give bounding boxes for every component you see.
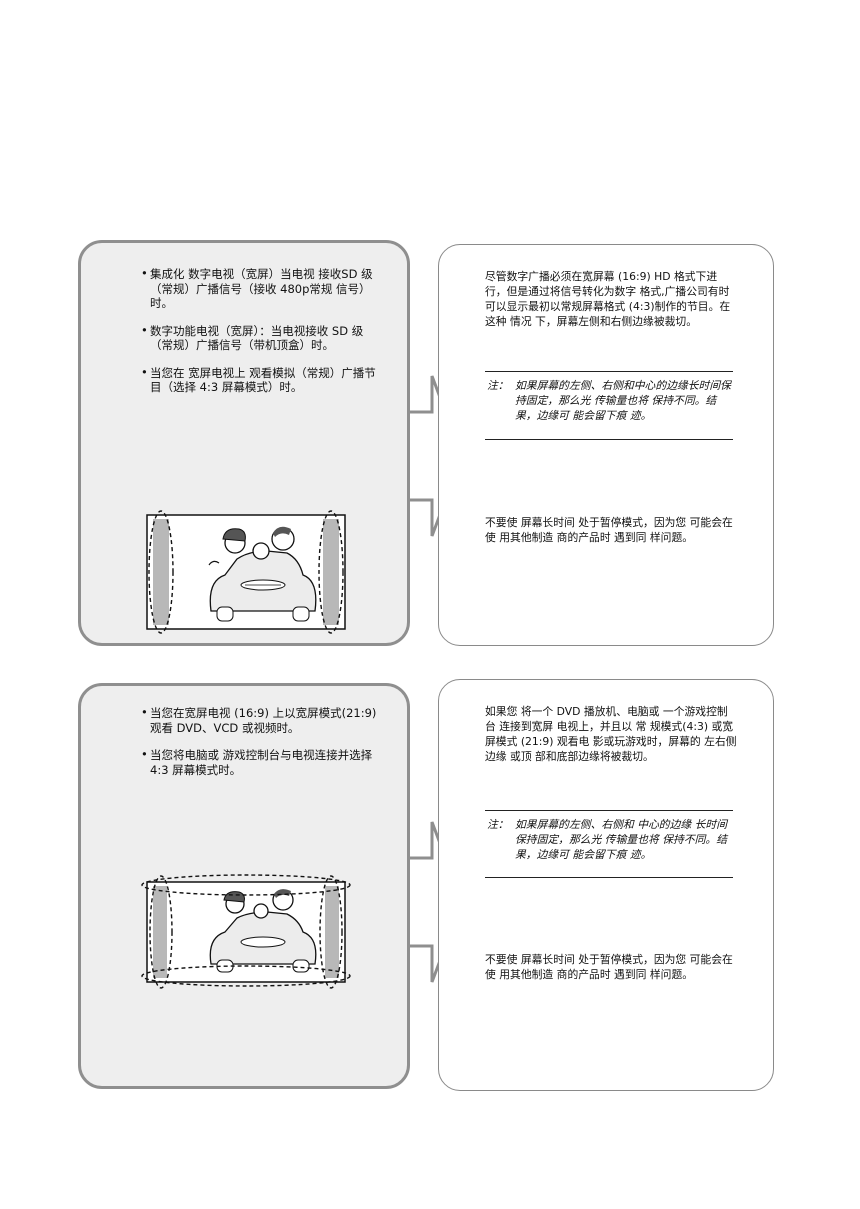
- right-panel-1: 尽管数字广播必须在宽屏幕 (16:9) HD 格式下进行，但是通过将信号转化为数…: [438, 244, 774, 646]
- explanation-text: 如果您 将一个 DVD 播放机、电脑或 一个游戏控制台 连接到宽屏 电视上，并且…: [485, 705, 737, 763]
- note-box: 注： 如果屏幕的左侧、右侧和中心的边缘长时间保持固定，那么光 传输量也将 保持不…: [485, 371, 733, 440]
- list-item: •集成化 数字电视（宽屏）当电视 接收SD 级（常规）广播信号（接收 480p常…: [141, 266, 373, 310]
- bullet-list-1: •集成化 数字电视（宽屏）当电视 接收SD 级（常规）广播信号（接收 480p常…: [141, 266, 381, 408]
- list-item: •当您在宽屏电视 (16:9) 上以宽屏模式(21:9) 观看 DVD、VCD …: [141, 705, 377, 735]
- note-text: 如果屏幕的左侧、右侧和中心的边缘长时间保持固定，那么光 传输量也将 保持不同。结…: [515, 379, 731, 422]
- tv-illustration-pillarbox: [146, 510, 346, 634]
- left-panel-2: •当您在宽屏电视 (16:9) 上以宽屏模式(21:9) 观看 DVD、VCD …: [78, 683, 410, 1089]
- note-label: 注：: [487, 379, 509, 392]
- explanation-text: 尽管数字广播必须在宽屏幕 (16:9) HD 格式下进行，但是通过将信号转化为数…: [485, 270, 731, 328]
- note-label: 注：: [487, 818, 509, 831]
- tv-illustration-letterbox: [141, 874, 351, 989]
- bullet-list-2: •当您在宽屏电视 (16:9) 上以宽屏模式(21:9) 观看 DVD、VCD …: [141, 705, 381, 790]
- warning-text: 不要使 屏幕长时间 处于暂停模式，因为您 可能会在使 用其他制造 商的产品时 遇…: [485, 953, 733, 981]
- warning-text: 不要使 屏幕长时间 处于暂停模式，因为您 可能会在使 用其他制造 商的产品时 遇…: [485, 516, 733, 544]
- list-item: •当您在 宽屏电视上 观看模拟（常规）广播节目（选择 4:3 屏幕模式）时。: [141, 364, 376, 395]
- list-item: •当您将电脑或 游戏控制台与电视连接并选择 4:3 屏幕模式时。: [141, 747, 373, 777]
- note-box: 注： 如果屏幕的左侧、右侧和 中心的边缘 长时间保持固定，那么光 传输量也将 保…: [485, 810, 733, 878]
- note-text: 如果屏幕的左侧、右侧和 中心的边缘 长时间保持固定，那么光 传输量也将 保持不同…: [515, 818, 728, 861]
- left-panel-1: •集成化 数字电视（宽屏）当电视 接收SD 级（常规）广播信号（接收 480p常…: [78, 240, 410, 646]
- list-item: •数字功能电视（宽屏）：当电视接收 SD 级（常规）广播信号（带机顶盒）时。: [141, 322, 364, 353]
- right-panel-2: 如果您 将一个 DVD 播放机、电脑或 一个游戏控制台 连接到宽屏 电视上，并且…: [438, 679, 774, 1091]
